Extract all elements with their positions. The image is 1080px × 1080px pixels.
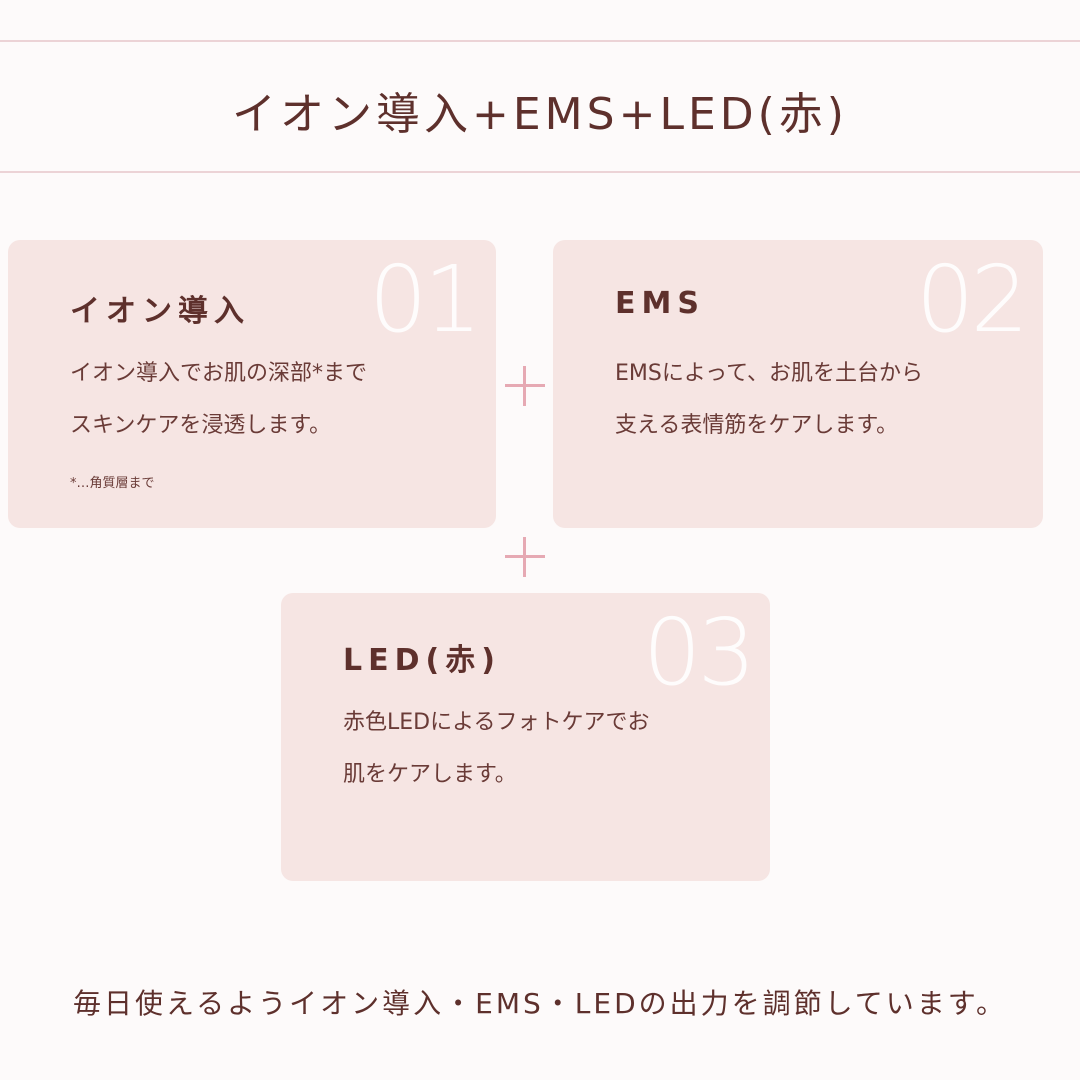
page-title: イオン導入+EMS+LED(赤) <box>232 89 848 140</box>
card-description: EMSによって、お肌を土台から 支える表情筋をケアします。 <box>615 348 923 452</box>
card-heading: イオン導入 <box>70 294 250 329</box>
card-description-line: 肌をケアします。 <box>343 762 517 787</box>
top-divider <box>0 40 1080 42</box>
card-description-line: EMSによって、お肌を土台から <box>615 361 923 386</box>
feature-card-led: 03 LED(赤) 赤色LEDによるフォトケアでお 肌をケアします。 <box>281 593 770 881</box>
card-description-line: 赤色LEDによるフォトケアでお <box>343 710 650 735</box>
card-footnote: *…角質層まで <box>70 476 155 491</box>
card-number: 03 <box>642 599 756 706</box>
feature-card-ems: 02 EMS EMSによって、お肌を土台から 支える表情筋をケアします。 <box>553 240 1043 528</box>
plus-icon <box>505 366 545 406</box>
title-bottom-divider <box>0 171 1080 173</box>
feature-card-ion: 01 イオン導入 イオン導入でお肌の深部*まで スキンケアを浸透します。 *…角… <box>8 240 496 528</box>
plus-icon <box>505 537 545 577</box>
card-description-line: 支える表情筋をケアします。 <box>615 413 899 438</box>
card-number: 02 <box>915 246 1029 353</box>
footer-text: 毎日使えるようイオン導入・EMS・LEDの出力を調節しています。 <box>73 987 1007 1020</box>
card-description-line: スキンケアを浸透します。 <box>70 413 332 438</box>
card-heading: LED(赤) <box>343 643 501 678</box>
card-description: イオン導入でお肌の深部*まで スキンケアを浸透します。 <box>70 348 367 452</box>
card-description: 赤色LEDによるフォトケアでお 肌をケアします。 <box>343 697 649 801</box>
card-description-line: イオン導入でお肌の深部*まで <box>70 361 368 386</box>
card-heading: EMS <box>615 286 705 321</box>
card-number: 01 <box>368 246 482 353</box>
